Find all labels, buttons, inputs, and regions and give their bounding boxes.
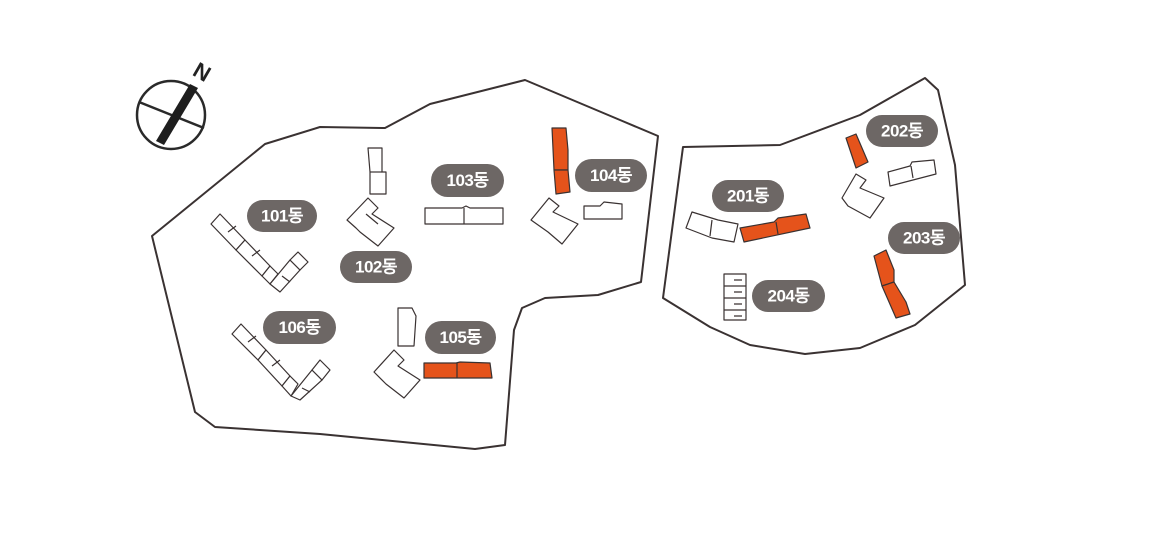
building-201-label: 201동: [727, 187, 770, 206]
compass-needle: [156, 84, 198, 145]
building-101-label: 101동: [261, 207, 304, 226]
building-202-label-bg[interactable]: [866, 115, 938, 147]
building-103-label-bg[interactable]: [431, 164, 504, 197]
building-104-label: 104동: [590, 166, 633, 185]
building-103-label: 103동: [446, 171, 489, 190]
building-202-shape: [841, 133, 937, 219]
building-201-label-bg[interactable]: [712, 180, 784, 212]
site-outline-zone-2: [662, 77, 966, 355]
compass-east-west-line: [138, 100, 205, 130]
building-102-shape: [346, 147, 395, 247]
building-201-shape: [685, 211, 811, 243]
building-102-label: 102동: [355, 258, 398, 277]
building-101-label-bg[interactable]: [247, 200, 317, 232]
building-203-label-bg[interactable]: [888, 222, 960, 254]
building-103[interactable]: 103동: [424, 164, 504, 225]
compass-ring: [135, 79, 207, 151]
building-204[interactable]: 204동: [723, 273, 825, 321]
building-104[interactable]: 104동: [530, 127, 647, 245]
building-103-shape: [424, 205, 504, 225]
building-104-label-bg[interactable]: [575, 159, 647, 192]
building-105-label-bg[interactable]: [425, 321, 496, 354]
building-106-label: 106동: [278, 318, 321, 337]
building-204-shape: [723, 273, 747, 321]
building-202-label: 202동: [881, 122, 924, 141]
building-105-label: 105동: [439, 328, 482, 347]
building-105[interactable]: 105동: [373, 307, 496, 399]
building-204-label: 204동: [767, 287, 810, 306]
building-102[interactable]: 102동: [340, 147, 412, 283]
building-101[interactable]: 101동: [210, 200, 317, 293]
building-203-label: 203동: [903, 229, 946, 248]
building-104-shape: [530, 127, 623, 245]
site-outline-zone-1: [151, 79, 659, 450]
building-204-label-bg[interactable]: [752, 280, 825, 312]
building-202[interactable]: 202동: [841, 115, 938, 219]
compass-north-label: N: [189, 57, 215, 87]
building-201[interactable]: 201동: [685, 180, 811, 243]
building-203[interactable]: 203동: [873, 222, 960, 319]
building-101-shape: [210, 213, 309, 293]
building-106-label-bg[interactable]: [263, 311, 336, 344]
building-105-shape: [373, 307, 493, 399]
building-203-shape: [873, 249, 911, 319]
compass: N: [135, 57, 215, 151]
building-106[interactable]: 106동: [231, 311, 336, 401]
building-106-shape: [231, 323, 331, 401]
building-102-label-bg[interactable]: [340, 251, 412, 283]
